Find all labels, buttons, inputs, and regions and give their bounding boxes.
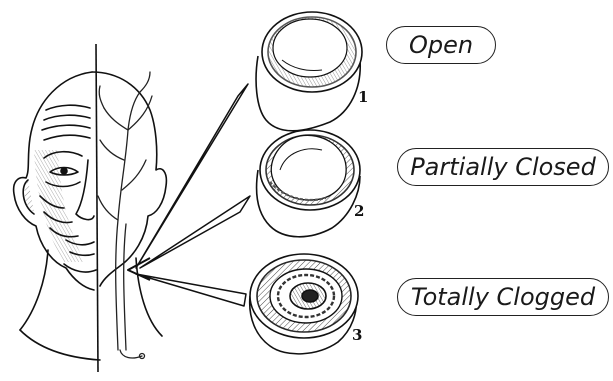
stage-number-3: 3 [352, 326, 362, 344]
label-totally-clogged: Totally Clogged [397, 278, 609, 316]
label-partially-closed-text: Partially Closed [410, 153, 596, 181]
pointer-wedges [128, 84, 250, 306]
artery-network [98, 72, 152, 359]
cross-section-partial [257, 130, 361, 237]
label-open: Open [386, 26, 496, 64]
cross-section-open [256, 12, 362, 131]
label-partially-closed: Partially Closed [397, 148, 609, 186]
stage-number-1: 1 [358, 88, 368, 106]
head-illustration [14, 72, 167, 360]
stage-number-2: 2 [354, 202, 364, 220]
label-open-text: Open [409, 31, 473, 59]
cross-section-clogged [250, 254, 358, 354]
face-shading [25, 150, 84, 262]
label-totally-clogged-text: Totally Clogged [411, 283, 595, 311]
midline [96, 44, 98, 372]
